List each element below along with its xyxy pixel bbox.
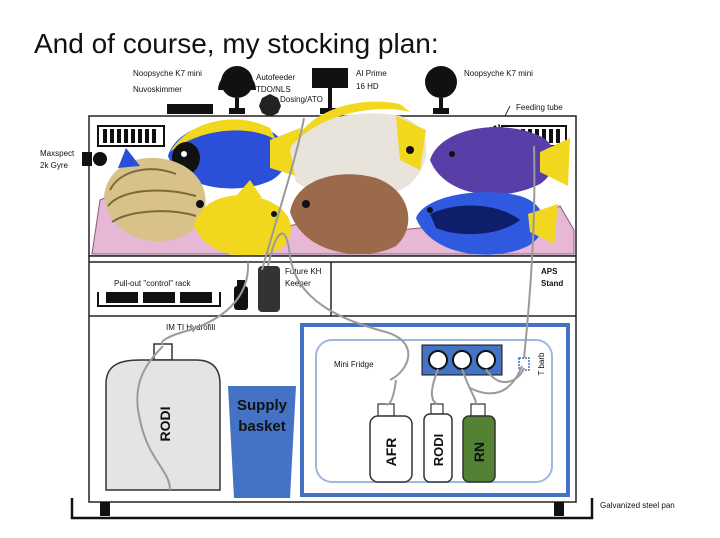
afr-bottle	[369, 403, 413, 483]
controller-bottle-icon	[234, 280, 248, 310]
label-noopsyche-right: Noopsyche K7 mini	[464, 69, 533, 78]
fish-bright-yellow-tang-icon	[194, 180, 291, 257]
fridge-outer	[300, 323, 570, 497]
supply-basket	[228, 386, 296, 498]
kh-keeper-icon	[258, 266, 280, 312]
fish-brown-tang-icon	[290, 174, 409, 255]
label-feeding-tube: Feeding tube	[516, 103, 563, 112]
fish-achilles-tang-icon	[290, 101, 427, 199]
label-aps-2: Stand	[541, 279, 563, 288]
rodi-bottle	[423, 403, 453, 483]
steel-pan	[70, 498, 594, 520]
label-afr: AFR	[383, 438, 399, 467]
label-rn: RN	[471, 442, 487, 462]
fish-purple-tang-icon	[430, 127, 570, 195]
light-right-icon	[425, 66, 457, 114]
skimmer-icon	[167, 104, 213, 114]
gyre-pump-icon	[82, 152, 107, 166]
tubing	[136, 117, 536, 491]
label-rodi-bottle: RODI	[431, 434, 446, 467]
label-pullout-rack: Pull-out "control" rack	[114, 279, 191, 288]
label-steel-pan: Galvanized steel pan	[600, 501, 675, 510]
rn-bottle	[462, 403, 496, 483]
label-maxspect-model: 2k Gyre	[40, 161, 69, 170]
label-nuvoskimmer: Nuvoskimmer	[133, 85, 182, 94]
overflow-grill-left	[97, 125, 165, 147]
label-tdo-nls: TDO/NLS	[256, 85, 291, 94]
label-maxspect: Maxspect	[40, 149, 75, 158]
label-mini-fridge: Mini Fridge	[334, 360, 374, 369]
autofeeder-icon	[259, 94, 281, 117]
control-rack	[97, 292, 221, 307]
label-ai-prime: AI Prime	[356, 69, 387, 78]
label-supply: Supply	[237, 397, 288, 414]
label-ai-prime-model: 16 HD	[356, 82, 379, 91]
label-dosing-ato: Dosing/ATO	[280, 95, 323, 104]
label-future-kh-2: Keeper	[285, 279, 311, 288]
label-rodi-tank: RODI	[157, 407, 173, 442]
label-t-barb: T barb	[537, 352, 546, 376]
rodi-container	[105, 343, 221, 491]
light-left-icon	[218, 66, 256, 114]
label-future-kh: Future KH	[285, 267, 322, 276]
slide-title: And of course, my stocking plan:	[34, 28, 439, 59]
ai-prime-light-icon	[312, 68, 348, 114]
label-autofeeder: Autofeeder	[256, 73, 295, 82]
label-supply-2: basket	[238, 418, 286, 435]
label-hydrofill: IM TI Hydrofill	[166, 323, 215, 332]
fish-blue-hippo-tang-icon	[416, 192, 558, 255]
label-aps: APS	[541, 267, 558, 276]
fish-yellow-tang-icon	[104, 148, 206, 242]
label-noopsyche-left: Noopsyche K7 mini	[133, 69, 202, 78]
